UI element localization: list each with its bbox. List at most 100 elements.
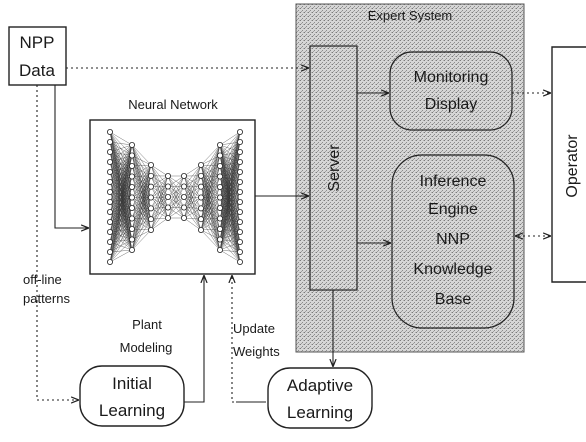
nn-connection [150, 175, 169, 198]
nn-node [128, 152, 135, 159]
nn-connection [183, 208, 202, 219]
nn-node [197, 216, 204, 223]
nn-connection [109, 211, 133, 251]
nn-connection [219, 197, 241, 233]
nn-connection [109, 176, 133, 263]
nn-connection [200, 144, 221, 198]
nn-connection [109, 221, 133, 240]
nn-connection [109, 171, 133, 188]
nn-connection [219, 221, 241, 251]
nn-connection [109, 144, 133, 153]
neural-network-graphic [107, 128, 243, 265]
monitoring-display-box [389, 51, 513, 131]
nn-connection [219, 176, 241, 213]
nn-node [107, 178, 114, 185]
nn-node [236, 208, 243, 215]
nn-node [164, 204, 171, 211]
nn-connection [219, 155, 241, 183]
nn-connection [131, 164, 152, 240]
nn-connection [167, 196, 185, 219]
nn-connection [109, 141, 133, 177]
nn-connection [109, 131, 133, 156]
nn-node [197, 161, 204, 168]
nn-connection [109, 144, 133, 163]
nn-connection [109, 141, 133, 146]
adaptive-learning-line1: Adaptive [287, 376, 353, 395]
nn-node [236, 248, 243, 255]
nn-connection [131, 186, 152, 251]
nn-connection [183, 164, 202, 219]
nn-node [147, 205, 154, 212]
nn-connection [150, 175, 169, 231]
nn-connection [150, 175, 169, 220]
nn-connection [167, 175, 185, 198]
nn-connection [200, 144, 221, 166]
nn-connection [200, 144, 221, 209]
nn-node [180, 183, 187, 190]
nn-node [216, 194, 223, 201]
nn-node [128, 236, 135, 243]
nn-connection [200, 218, 221, 231]
plant-modeling-line2: Modeling [120, 340, 173, 355]
initial-learning-line2: Learning [99, 401, 165, 420]
nn-connection [131, 164, 152, 219]
nn-connection [109, 144, 133, 173]
nn-connection [109, 144, 133, 193]
nn-node [216, 215, 223, 222]
nn-connection [109, 221, 133, 251]
npp-data-line2: Data [19, 61, 55, 80]
nn-node [107, 258, 114, 265]
nn-node [236, 258, 243, 265]
operator-bracket [551, 46, 586, 283]
nn-connection [183, 197, 202, 219]
nn-connection [109, 207, 133, 263]
nn-connection [109, 161, 133, 188]
nn-connection [219, 131, 241, 209]
nn-connection [109, 191, 133, 230]
nn-connection [109, 191, 133, 219]
nn-connection [109, 218, 133, 263]
nn-connection [219, 171, 241, 251]
update-weights-line2: Weights [233, 344, 280, 359]
inference-line3: NNP [436, 231, 470, 248]
nn-connection [219, 131, 241, 240]
nn-connection [183, 217, 202, 231]
nn-node [164, 183, 171, 190]
nn-connection [200, 228, 221, 231]
nn-connection [219, 186, 241, 213]
nn-connection [131, 164, 152, 198]
nn-connection [109, 171, 133, 209]
initial-learning-line1: Initial [112, 374, 152, 393]
nn-connection [219, 211, 241, 251]
nn-node [236, 178, 243, 185]
nn-connection [200, 197, 221, 231]
nn-connection [219, 241, 241, 251]
nn-connection [131, 164, 152, 251]
nn-connection [131, 197, 152, 251]
server-label: Server [326, 144, 343, 192]
nn-connection [109, 144, 133, 203]
nn-connection [200, 144, 221, 187]
nn-node [107, 128, 114, 135]
nn-node [128, 194, 135, 201]
nn-node [128, 183, 135, 190]
nn-node [107, 238, 114, 245]
nn-connection [219, 131, 241, 177]
nn-node [128, 225, 135, 232]
nn-connection [109, 151, 133, 188]
nn-node [236, 138, 243, 145]
nn-node [107, 198, 114, 205]
nn-node [164, 214, 171, 221]
nn-node [107, 168, 114, 175]
initial-learning-box [79, 365, 185, 427]
nn-node [180, 172, 187, 179]
nn-connection [131, 164, 152, 230]
nn-connection [131, 164, 152, 177]
nn-connection [167, 175, 185, 187]
nn-connection [131, 164, 152, 188]
npp-data-box [8, 26, 67, 86]
nn-connection [219, 141, 241, 251]
nn-connection [109, 181, 133, 198]
nn-node [216, 183, 223, 190]
nn-connection [219, 165, 241, 203]
